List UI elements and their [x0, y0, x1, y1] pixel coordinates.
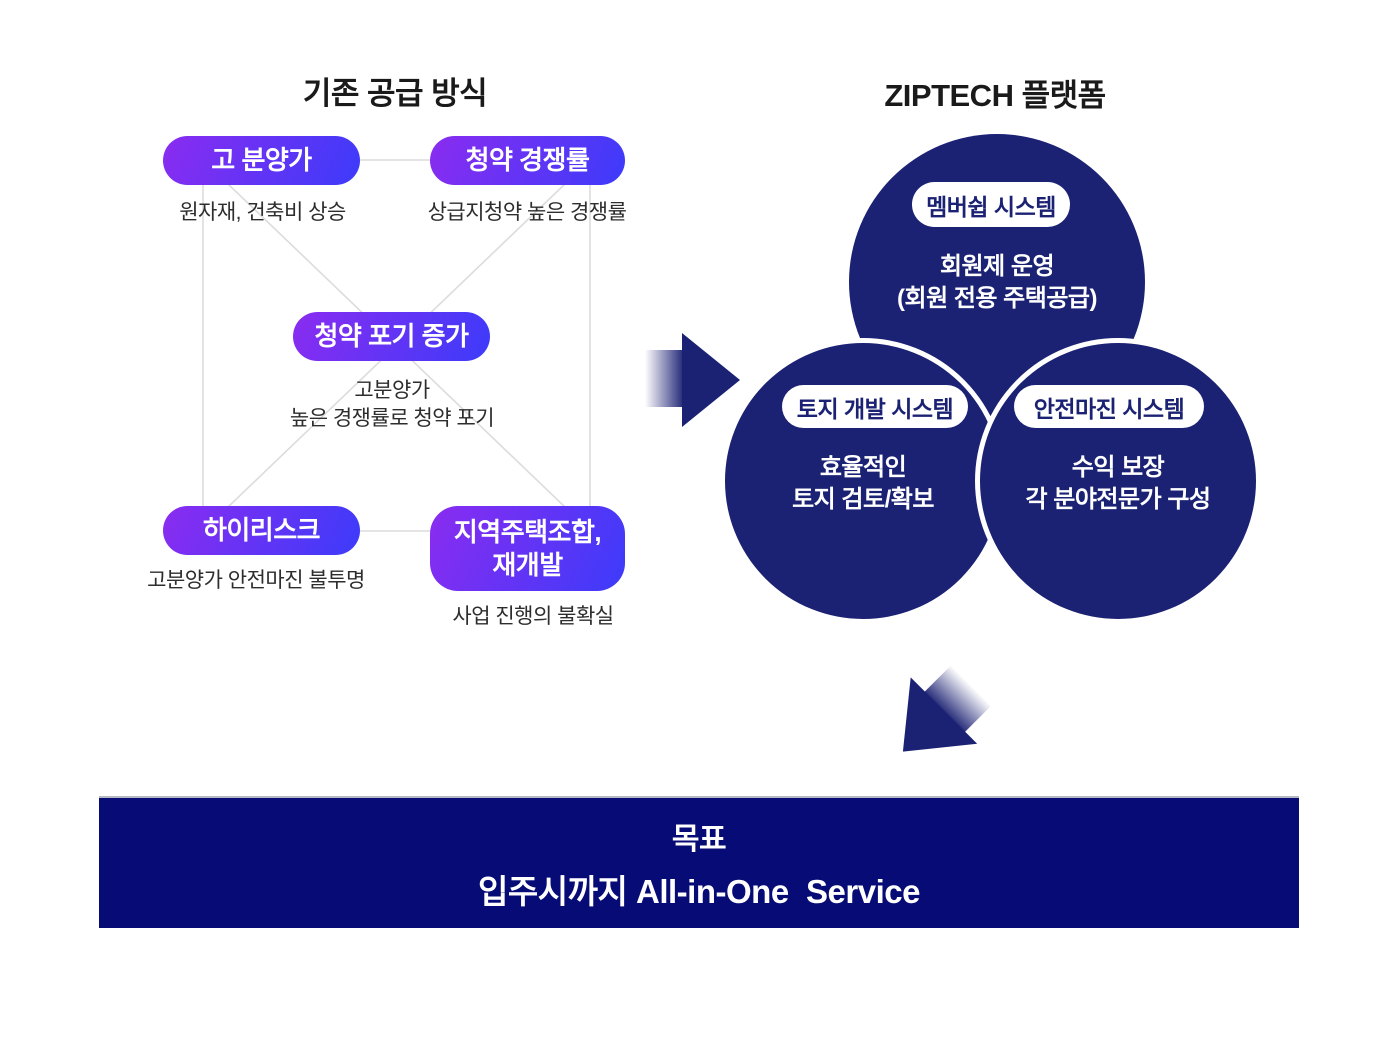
- land-development-line2: 토지 검토/확보: [792, 485, 934, 513]
- goal-banner: 목표 입주시까지 All-in-One Service: [99, 798, 1299, 928]
- desc-subscription-abandonment: 고분양가 높은 경쟁률로 청약 포기: [289, 379, 495, 431]
- membership-line1: 회원제 운영: [939, 253, 1055, 280]
- desc-subscription-competition: 상급지청약 높은 경쟁률: [427, 201, 627, 224]
- land-development-line1: 효율적인: [819, 454, 907, 481]
- right-panel-title: ZIPTECH 플랫폼: [884, 78, 1106, 113]
- badge-membership-system: 멤버쉽 시스템: [912, 182, 1070, 227]
- desc-housing-association: 사업 진행의 불확실: [452, 605, 614, 628]
- pill-housing-association: 지역주택조합, 재개발: [430, 506, 625, 591]
- safety-margin-line2: 각 분야전문가 구성: [1025, 485, 1211, 513]
- desc-high-risk: 고분양가 안전마진 불투명: [147, 569, 365, 592]
- pill-high-risk: 하이리스크: [163, 506, 360, 555]
- pill-high-sale-price: 고 분양가: [163, 136, 360, 185]
- flow-arrow-down-left-icon: [902, 665, 992, 752]
- goal-title: 목표: [671, 822, 727, 856]
- safety-margin-line1: 수익 보장: [1071, 454, 1165, 481]
- badge-land-development-system: 토지 개발 시스템: [782, 385, 968, 428]
- flow-arrow-right-icon: [645, 333, 740, 427]
- land-development-description: 효율적인 토지 검토/확보: [720, 452, 1006, 515]
- membership-line2: (회원 전용 주택공급): [897, 284, 1097, 312]
- badge-safety-margin-system: 안전마진 시스템: [1014, 385, 1204, 428]
- desc-high-sale-price: 원자재, 건축비 상승: [179, 201, 346, 224]
- goal-subtitle: 입주시까지 All-in-One Service: [478, 872, 920, 910]
- safety-margin-description: 수익 보장 각 분야전문가 구성: [975, 452, 1261, 515]
- left-panel-title: 기존 공급 방식: [302, 76, 488, 111]
- pill-subscription-competition: 청약 경쟁률: [430, 136, 625, 185]
- membership-description: 회원제 운영 (회원 전용 주택공급): [849, 251, 1145, 314]
- pill-subscription-abandonment: 청약 포기 증가: [293, 312, 490, 361]
